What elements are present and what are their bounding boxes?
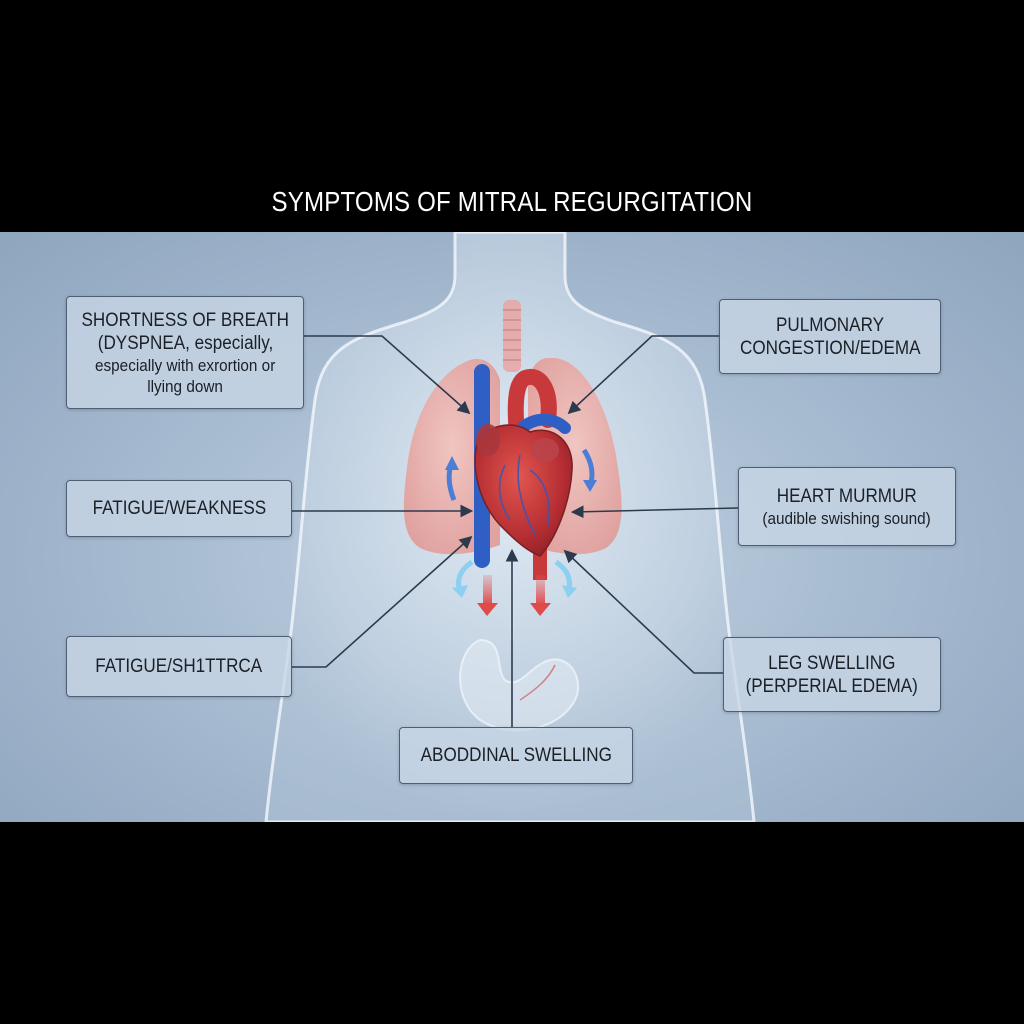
callout-abdominal-swelling: ABODDINAL SWELLING [399, 727, 633, 784]
callout-pulmonary-congestion: PULMONARY CONGESTION/EDEMA [719, 299, 941, 374]
diagram-title: SYMPTOMS OF MITRAL REGURGITATION [271, 186, 753, 217]
trachea [503, 300, 521, 372]
callout-heading: SHORTNESS OF BREATH [81, 309, 289, 331]
callout-subline: (audible swishing sound) [762, 508, 932, 528]
callout-heading: PULMONARY [775, 314, 884, 336]
connector-pulmonary [567, 335, 719, 415]
connector-shortness-of-breath [304, 335, 471, 415]
callout-shortness-of-breath: SHORTNESS OF BREATH (DYSPNEA, especially… [66, 296, 304, 409]
callout-heading: ABODDINAL SWELLING [420, 745, 612, 766]
callout-heading: FATIGUE/SH1TTRCA [95, 656, 263, 677]
bottom-bar [0, 822, 1024, 1024]
callout-leg-swelling: LEG SWELLING (PERPERIAL EDEMA) [723, 637, 941, 712]
pulmonary-artery [514, 413, 571, 436]
callout-subline: (DYSPNEA, especially, [97, 332, 273, 354]
body-illustration [264, 232, 756, 822]
callout-subline: especially with exrortion or [94, 355, 276, 375]
connector-leg-swelling [563, 549, 723, 674]
connector-lines [292, 335, 739, 727]
callout-heading: CONGESTION/EDEMA [739, 337, 921, 359]
callout-fatigue-shittrca: FATIGUE/SH1TTRCA [66, 636, 292, 697]
callout-heart-murmur: HEART MURMUR (audible swishing sound) [738, 467, 956, 546]
coronary-vessels [498, 454, 550, 536]
connector-heart-murmur [570, 505, 739, 519]
title-bar: SYMPTOMS OF MITRAL REGURGITATION [0, 0, 1024, 232]
callout-heading: LEG SWELLING [768, 652, 896, 674]
callout-heading: FATIGUE/WEAKNESS [92, 498, 266, 519]
callout-heading: HEART MURMUR [777, 485, 917, 507]
callout-subline: llying down [147, 376, 223, 396]
connector-fatigue-shittrca [292, 535, 473, 668]
callout-heading: (PERPERIAL EDEMA) [745, 675, 919, 697]
stomach [459, 638, 580, 732]
callout-fatigue-weakness: FATIGUE/WEAKNESS [66, 480, 292, 537]
